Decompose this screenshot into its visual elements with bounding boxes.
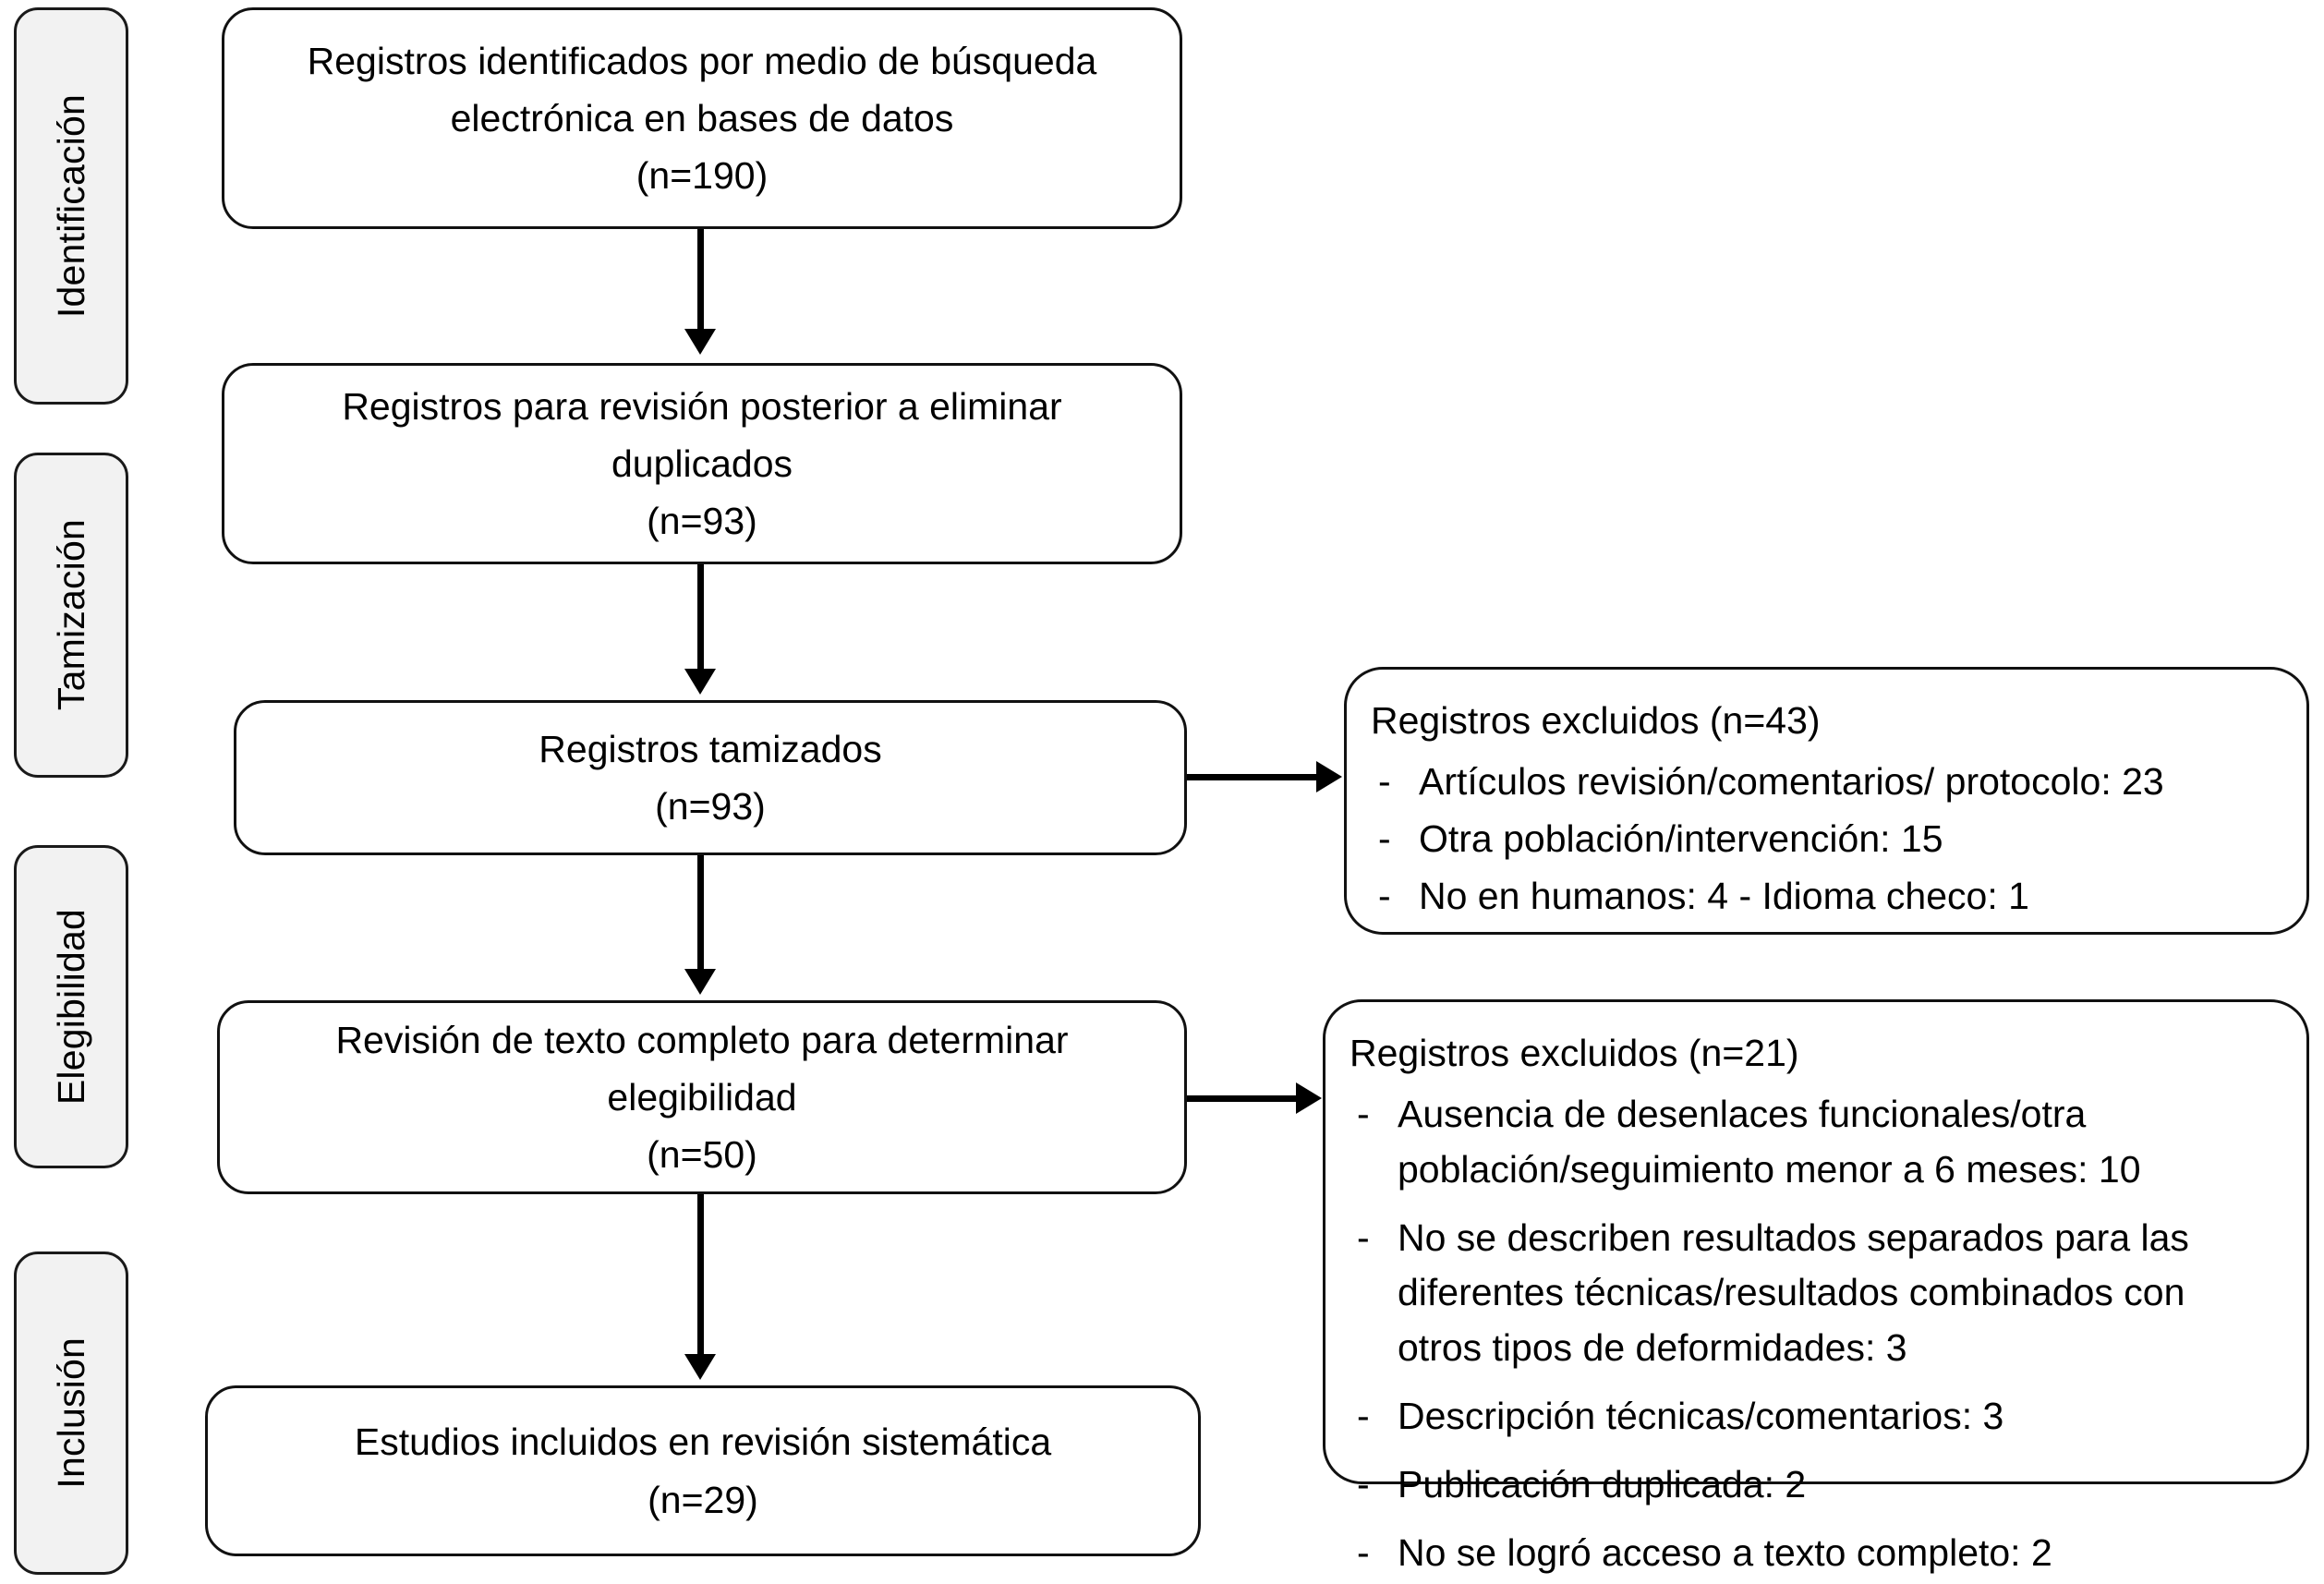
- bullet-dash-icon: -: [1357, 1395, 1370, 1438]
- exclusion-list: - Ausencia de desenlaces funcionales/otr…: [1350, 1087, 2286, 1584]
- bullet-dash-icon: -: [1357, 1092, 1370, 1135]
- connector-arrow-3-4: [684, 969, 716, 995]
- list-item: - Descripción técnicas/comentarios: 3: [1350, 1389, 2286, 1445]
- connector-line-2-3: [697, 564, 704, 671]
- connector-line-tamizados-excluidos: [1187, 774, 1318, 780]
- list-item: - Publicación duplicada: 2: [1350, 1457, 2286, 1513]
- list-item: - Otra población/intervención: 15: [1371, 812, 2286, 867]
- stage-box-identificacion: Identificación: [14, 7, 128, 405]
- connector-line-elegibilidad-excluidos: [1187, 1095, 1298, 1102]
- list-item: - Ausencia de desenlaces funcionales/otr…: [1350, 1087, 2286, 1198]
- bullet-dash-icon: -: [1357, 1530, 1370, 1574]
- bullet-dash-icon: -: [1357, 1463, 1370, 1506]
- flow-line: Estudios incluidos en revisión sistemáti…: [354, 1421, 1052, 1464]
- flow-line: (n=29): [648, 1478, 758, 1521]
- connector-arrow-4-5: [684, 1354, 716, 1380]
- list-item-line: población/seguimiento menor a 6 meses: 1…: [1398, 1147, 2141, 1191]
- flow-line: electrónica en bases de datos: [450, 96, 954, 139]
- list-item-text: No se logró acceso a texto completo: 2: [1398, 1530, 2052, 1574]
- connector-line-4-5: [697, 1194, 704, 1356]
- stage-label-elegibilidad: Elegibilidad: [49, 908, 92, 1106]
- flow-line: (n=190): [635, 154, 769, 198]
- exclusion-list: - Artículos revisión/comentarios/ protoc…: [1371, 755, 2286, 926]
- bullet-dash-icon: -: [1357, 1215, 1370, 1259]
- flow-line: Revisión de texto completo para determin…: [335, 1018, 1069, 1061]
- stage-box-elegibilidad: Elegibilidad: [14, 845, 128, 1168]
- bullet-dash-icon: -: [1378, 759, 1391, 803]
- stage-box-inclusion: Inclusión: [14, 1251, 128, 1575]
- connector-line-3-4: [697, 855, 704, 971]
- flow-box-revision-texto-completo: Revisión de texto completo para determin…: [217, 1000, 1187, 1194]
- flow-box-registros-revision-duplicados: Registros para revisión posterior a elim…: [222, 363, 1182, 564]
- list-item-text: Otra población/intervención: 15: [1419, 816, 1943, 860]
- flow-line: (n=50): [647, 1133, 757, 1177]
- list-item-text: No en humanos: 4 - Idioma checo: 1: [1419, 874, 2029, 917]
- connector-arrow-tamizados-excluidos: [1316, 761, 1342, 792]
- list-item: - No se logró acceso a texto completo: 2: [1350, 1526, 2286, 1581]
- flow-box-registros-tamizados: Registros tamizados (n=93): [234, 700, 1187, 855]
- list-item-line: No se describen resultados separados par…: [1398, 1215, 2189, 1259]
- list-item: - Artículos revisión/comentarios/ protoc…: [1371, 755, 2286, 810]
- flow-line: (n=93): [647, 500, 757, 543]
- list-item-text: Artículos revisión/comentarios/ protocol…: [1419, 759, 2164, 803]
- flow-line: elegibilidad: [607, 1075, 797, 1118]
- list-item-line: Ausencia de desenlaces funcionales/otra: [1398, 1092, 2087, 1135]
- flow-line: duplicados: [611, 441, 793, 485]
- stage-box-tamizacion: Tamización: [14, 453, 128, 778]
- connector-arrow-elegibilidad-excluidos: [1296, 1082, 1322, 1114]
- exclusion-title: Registros excluidos (n=21): [1350, 1032, 1799, 1074]
- connector-line-1-2: [697, 229, 704, 331]
- stage-label-inclusion: Inclusión: [49, 1337, 92, 1489]
- flow-line: Registros para revisión posterior a elim…: [342, 384, 1062, 428]
- list-item: - No se describen resultados separados p…: [1350, 1211, 2286, 1377]
- flow-line: (n=93): [655, 785, 766, 828]
- flow-line: Registros identificados por medio de bús…: [307, 39, 1097, 82]
- list-item-text: Descripción técnicas/comentarios: 3: [1398, 1395, 2004, 1438]
- exclusion-box-excluidos-tamizacion: Registros excluidos (n=43) - Artículos r…: [1344, 667, 2309, 935]
- stage-label-identificacion: Identificación: [49, 93, 92, 319]
- bullet-dash-icon: -: [1378, 874, 1391, 917]
- flow-line: Registros tamizados: [539, 727, 882, 770]
- list-item-text: No se describen resultados separados par…: [1398, 1211, 2286, 1377]
- list-item-line: otros tipos de deformidades: 3: [1398, 1326, 1907, 1370]
- list-item: - No en humanos: 4 - Idioma checo: 1: [1371, 869, 2286, 925]
- connector-arrow-1-2: [684, 329, 716, 355]
- connector-arrow-2-3: [684, 669, 716, 695]
- list-item-text: Ausencia de desenlaces funcionales/otra …: [1398, 1087, 2286, 1198]
- exclusion-box-excluidos-elegibilidad: Registros excluidos (n=21) - Ausencia de…: [1323, 999, 2309, 1574]
- flow-box-registros-identificados: Registros identificados por medio de bús…: [222, 7, 1182, 229]
- stage-label-tamizacion: Tamización: [49, 519, 92, 711]
- bullet-dash-icon: -: [1378, 816, 1391, 860]
- exclusion-title: Registros excluidos (n=43): [1371, 699, 1821, 742]
- flow-box-estudios-incluidos: Estudios incluidos en revisión sistemáti…: [205, 1385, 1201, 1556]
- list-item-line: diferentes técnicas/resultados combinado…: [1398, 1271, 2185, 1314]
- list-item-text: Publicación duplicada: 2: [1398, 1463, 1807, 1506]
